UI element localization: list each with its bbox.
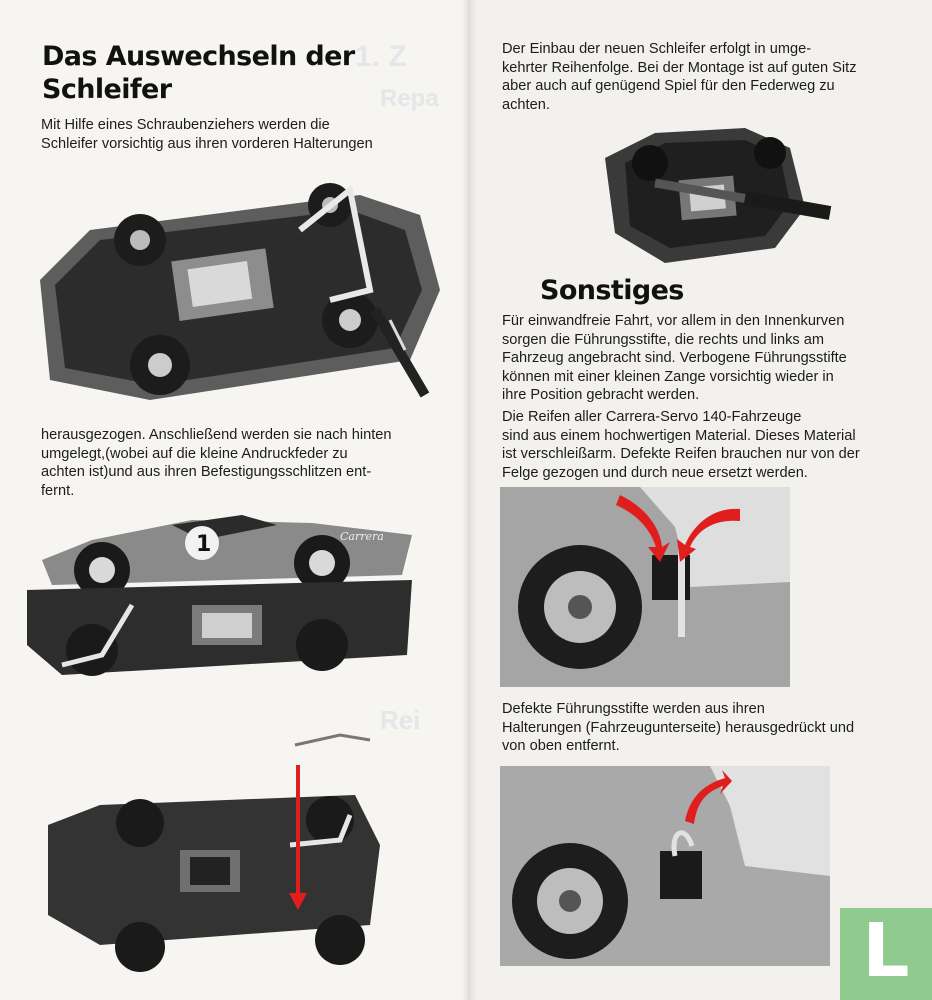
car-brand-label: Carrera xyxy=(340,530,384,543)
paragraph-reifen: Die Reifen aller Carrera-Servo 140-Fahrz… xyxy=(502,409,860,481)
page-gutter xyxy=(462,0,478,1000)
heading-schleifer: Das Auswechseln der Schleifer xyxy=(42,41,355,105)
bleed-through-text: 1. Z xyxy=(355,40,407,73)
paragraph-einbau: Der Einbau der neuen Schleifer erfolgt i… xyxy=(502,41,857,113)
paragraph-defekte-stifte: Defekte Führungsstifte werden aus ihren … xyxy=(502,701,855,755)
paragraph-schraubenzieher: Mit Hilfe eines Schraubenziehers werden … xyxy=(41,117,373,152)
red-arrow-icon xyxy=(677,508,740,562)
bleed-through-text: Rei xyxy=(380,705,421,735)
heading-sonstiges: Sonstiges xyxy=(540,275,684,306)
bleed-through-text: Repa xyxy=(380,85,439,112)
illustration-car-side-underside: 1 Carrera xyxy=(22,505,422,695)
illustration-car-underside-screwdriver xyxy=(30,170,450,415)
illustration-car-underside-arrow xyxy=(40,725,390,980)
illustration-car-screwdriver-right xyxy=(595,118,835,268)
green-l-logo: L xyxy=(840,908,932,1000)
paragraph-herausgezogen: herausgezogen. Anschließend werden sie n… xyxy=(41,427,392,499)
red-arrow-icon xyxy=(616,495,670,562)
red-arrow-icon xyxy=(685,770,732,824)
logo-letter: L xyxy=(862,908,910,994)
photo-guide-pin-insertion xyxy=(500,487,790,687)
paragraph-fuehrungsstifte: Für einwandfreie Fahrt, vor allem in den… xyxy=(502,313,847,404)
car-number-label: 1 xyxy=(196,532,211,557)
photo-guide-pin-removal xyxy=(500,766,830,966)
